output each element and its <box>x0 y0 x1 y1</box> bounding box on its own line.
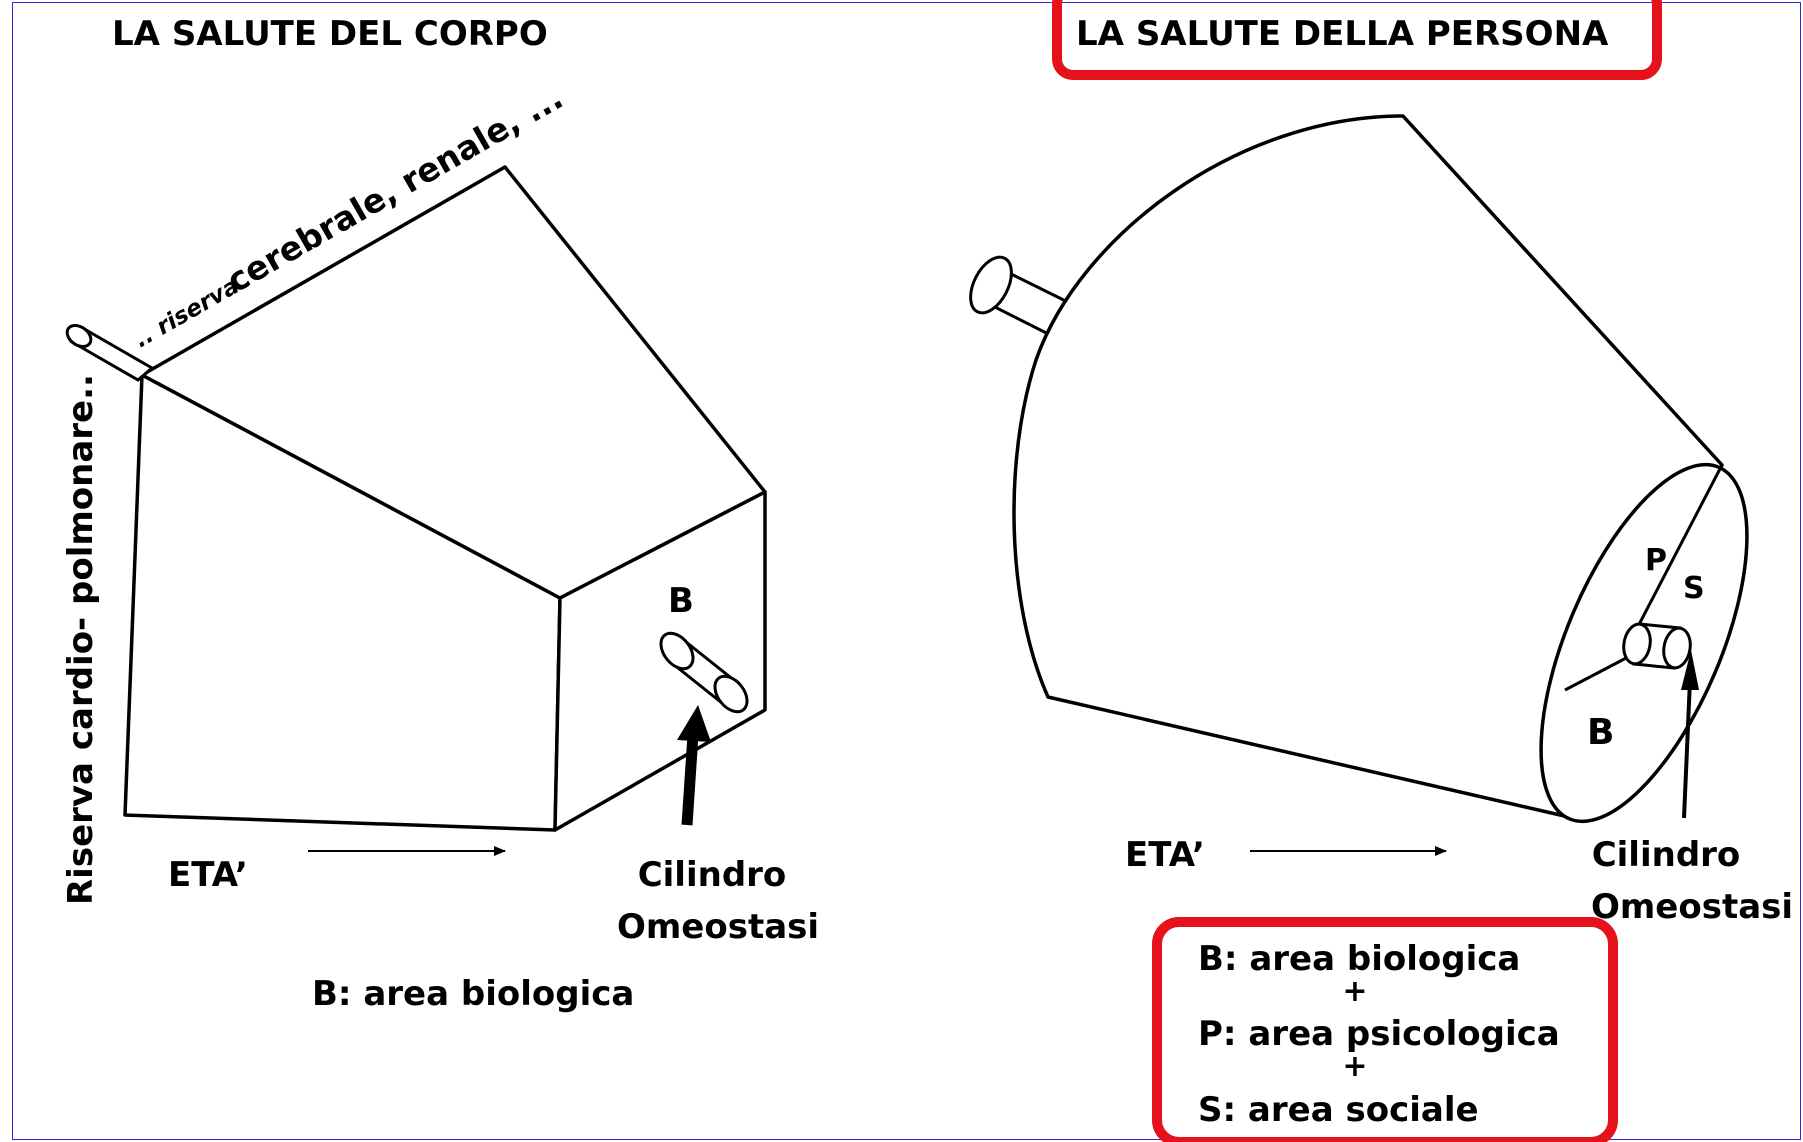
right-legend: B: area biologica + P: area psicologica … <box>1198 939 1560 1130</box>
front-cylinder <box>659 631 749 714</box>
legend-plus-1: + <box>1342 974 1367 1009</box>
left-title: LA SALUTE DEL CORPO <box>112 14 548 54</box>
right-front-cylinder <box>1622 622 1692 670</box>
legend-plus-2: + <box>1342 1049 1367 1084</box>
cone-body <box>1012 114 1724 820</box>
right-title: LA SALUTE DELLA PERSONA <box>1076 14 1609 54</box>
left-face-label-b: B <box>668 581 694 621</box>
right-panel: LA SALUTE DELLA PERSONA P S B ETA’ <box>969 0 1793 1142</box>
cylinder-pointer-arrow <box>677 705 711 826</box>
body-shape <box>123 165 767 832</box>
right-cylinder-pointer-arrow <box>1681 650 1699 819</box>
left-panel: LA SALUTE DEL CORPO .. riserva cerebrale… <box>61 14 819 1014</box>
left-cylinder-label-1: Cilindro <box>638 855 787 895</box>
right-legend-highlight <box>1152 917 1618 1142</box>
right-cylinder-label-2: Omeostasi <box>1591 887 1793 927</box>
legend-line-biological: B: area biologica <box>1198 939 1520 979</box>
sector-label-b: B <box>1587 712 1614 753</box>
sector-label-s: S <box>1683 571 1705 606</box>
back-cylinder <box>65 324 155 382</box>
sector-label-p: P <box>1645 543 1667 578</box>
right-title-highlight <box>1052 0 1662 80</box>
legend-line-psychological: P: area psicologica <box>1198 1014 1560 1054</box>
right-cylinder-label-1: Cilindro <box>1592 835 1741 875</box>
right-face <box>553 490 767 832</box>
legend-line-social: S: area sociale <box>1198 1090 1479 1130</box>
left-legend: B: area biologica <box>312 974 634 1014</box>
left-cylinder-label-2: Omeostasi <box>617 907 819 947</box>
right-axis-label: ETA’ <box>1125 835 1205 875</box>
side-edge-label: Riserva cardio- polmonare.. <box>61 374 101 905</box>
left-axis-label: ETA’ <box>168 855 248 895</box>
